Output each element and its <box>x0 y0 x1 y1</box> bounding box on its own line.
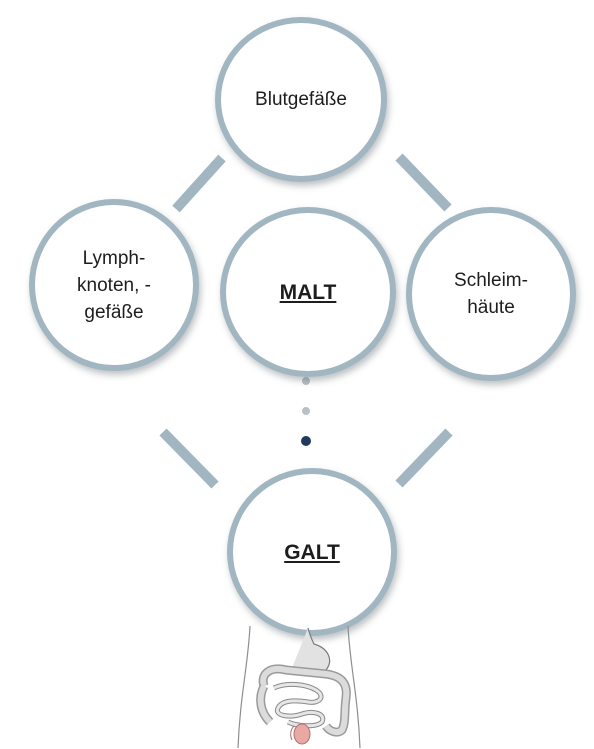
node-galt: GALT <box>227 468 397 636</box>
pager-dot-2[interactable] <box>302 407 310 415</box>
node-malt-label: MALT <box>279 280 337 304</box>
node-blutgefaesse: Blutgefäße <box>215 17 387 182</box>
connector-bottom-left <box>159 428 219 489</box>
node-schleimhaeute: Schleim- häute <box>406 207 576 381</box>
node-lymph-line1: Lymph- <box>82 247 146 269</box>
pager-dot-1[interactable] <box>302 377 310 385</box>
node-malt: MALT <box>220 207 396 377</box>
node-lymph-line3: gefäße <box>84 301 144 323</box>
node-schleim-line1: Schleim- <box>454 270 528 291</box>
node-galt-label: GALT <box>284 540 340 564</box>
digestive-tract-icon <box>237 626 361 748</box>
node-lymphknoten: Lymph- knoten, - gefäße <box>29 199 199 371</box>
node-lymph-line2: knoten, - <box>77 274 151 296</box>
connector-top-left <box>172 154 226 213</box>
node-schleim-line2: häute <box>467 297 515 318</box>
connector-top-right <box>395 153 452 212</box>
node-blutgefaesse-label: Blutgefäße <box>255 89 347 110</box>
connector-bottom-right <box>395 428 453 488</box>
pager-dot-3-active[interactable] <box>301 436 311 446</box>
